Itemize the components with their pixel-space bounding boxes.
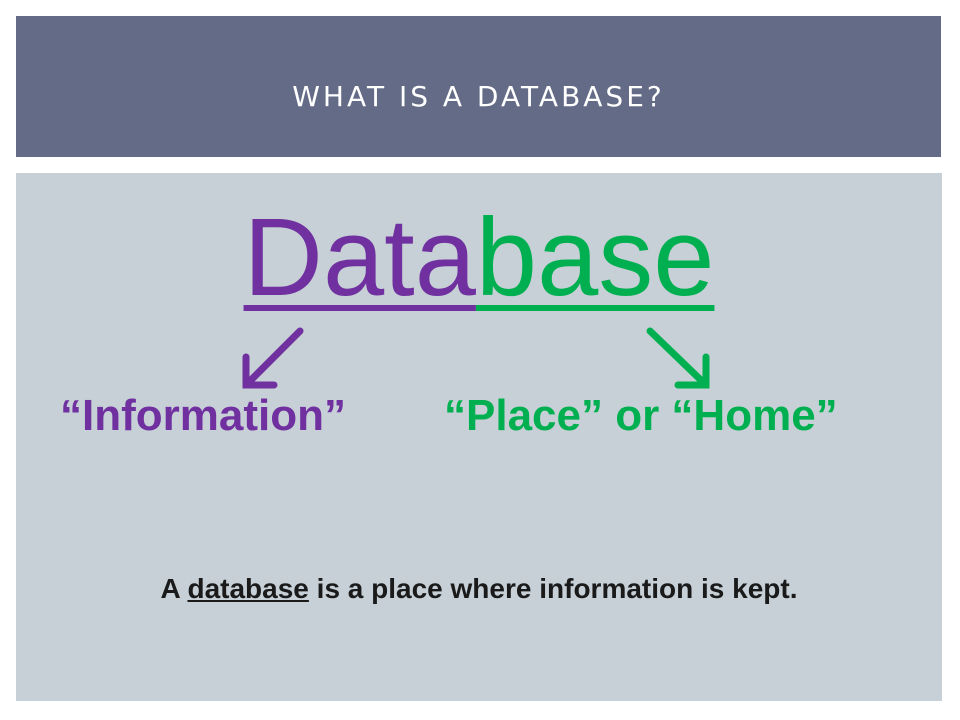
- slide-content: Database “Information” “Place” or “Home”…: [16, 173, 942, 701]
- word-part-base: base: [475, 196, 715, 319]
- arrow-down-left-icon: [242, 327, 304, 389]
- meaning-place-home: “Place” or “Home”: [444, 391, 838, 440]
- definition-prefix: A: [160, 573, 188, 604]
- meaning-information: “Information”: [60, 391, 346, 440]
- definition-term: database: [187, 573, 309, 604]
- slide-header: WHAT IS A DATABASE?: [16, 16, 941, 157]
- slide-title: WHAT IS A DATABASE?: [292, 80, 665, 113]
- definition-rest: is a place where information is kept.: [308, 573, 798, 604]
- definition-text: A database is a place where information …: [16, 573, 942, 605]
- arrow-down-right-icon: [646, 327, 710, 389]
- word-part-data: Data: [243, 196, 476, 319]
- database-word: Database: [16, 203, 942, 313]
- arrows-layer: [242, 327, 710, 389]
